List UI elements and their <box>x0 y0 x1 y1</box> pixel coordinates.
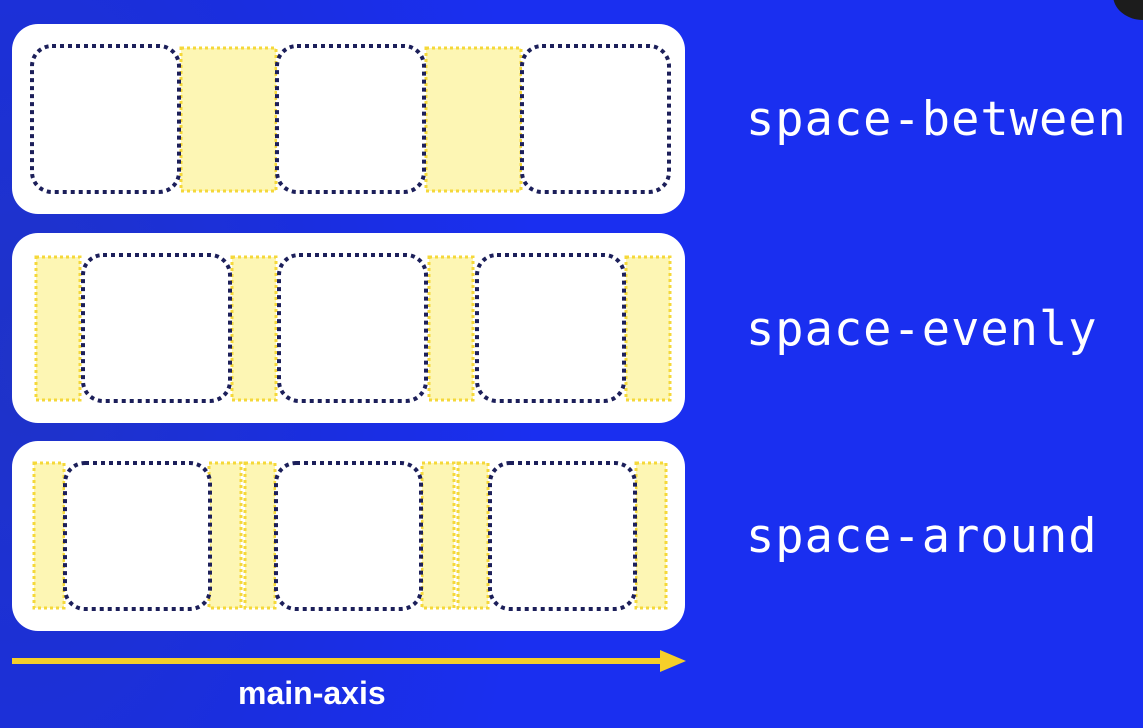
row-label-space-evenly: space-evenly <box>746 302 1098 357</box>
free-space <box>427 255 475 402</box>
flex-container-space-between <box>12 24 685 214</box>
right-arrow-icon <box>660 650 686 672</box>
flex-container-space-evenly <box>12 233 685 423</box>
flex-item <box>275 44 426 194</box>
flex-item <box>81 253 232 403</box>
flex-item <box>520 44 671 194</box>
free-space <box>230 255 278 402</box>
flex-item <box>274 461 423 611</box>
main-axis-label: main-axis <box>238 675 386 711</box>
free-space <box>243 461 277 610</box>
free-space <box>34 255 82 402</box>
row-label-space-between: space-between <box>746 92 1127 147</box>
main-axis-arrow <box>12 650 686 672</box>
flex-item <box>488 461 637 611</box>
free-space <box>634 461 668 610</box>
free-space <box>456 461 490 610</box>
free-space <box>207 461 243 610</box>
free-space <box>420 461 456 610</box>
flex-item <box>475 253 626 403</box>
flex-item <box>30 44 181 194</box>
space-evenly-diagram <box>34 253 672 403</box>
free-space <box>624 255 672 402</box>
free-space <box>424 46 523 193</box>
space-around-diagram <box>32 461 668 611</box>
flex-container-space-around <box>12 441 685 631</box>
space-between-diagram <box>30 44 671 194</box>
flex-item <box>277 253 428 403</box>
flex-item <box>63 461 212 611</box>
row-label-space-around: space-around <box>746 509 1098 564</box>
free-space <box>32 461 66 610</box>
free-space <box>179 46 278 193</box>
